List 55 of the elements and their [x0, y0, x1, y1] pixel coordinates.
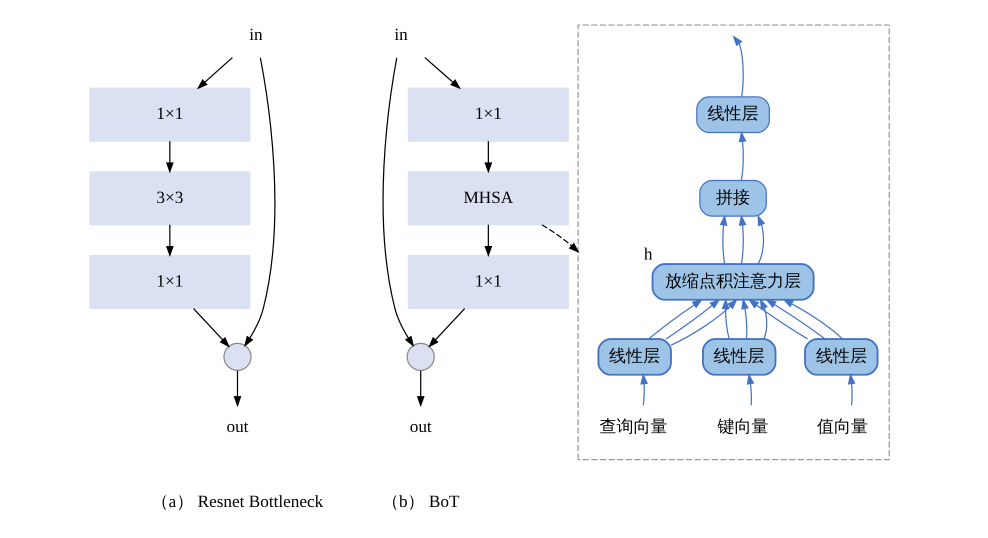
- node-text: out: [409, 417, 432, 436]
- arrow: [541, 224, 579, 253]
- arrow: [759, 298, 768, 340]
- node-box: 1×1: [407, 88, 568, 142]
- arrow: [428, 308, 465, 348]
- arrow: [782, 298, 842, 340]
- arrow: [244, 58, 275, 347]
- arrow: [738, 214, 746, 264]
- node-box: 1×1: [407, 254, 568, 309]
- arrow: [484, 224, 492, 258]
- node-box: 1×1: [88, 88, 250, 142]
- arrow: [847, 373, 855, 406]
- arrow: [165, 141, 174, 174]
- node-text: 查询向量: [598, 417, 667, 436]
- node-circle: [406, 342, 434, 372]
- arrow: [719, 214, 727, 264]
- arrow: [382, 58, 414, 347]
- arrow: [648, 298, 703, 340]
- arrow: [746, 373, 754, 406]
- node-box: 线性层: [696, 96, 770, 134]
- arrow: [721, 298, 730, 340]
- arrow: [747, 298, 808, 340]
- arrow: [757, 214, 765, 264]
- arrow: [640, 373, 648, 406]
- arrow: [416, 370, 424, 408]
- node-text: 值向量: [816, 417, 868, 436]
- arrow: [165, 224, 174, 258]
- arrow: [424, 57, 460, 90]
- node-box: 拼接: [698, 180, 766, 217]
- node-text: in: [248, 24, 262, 44]
- node-label: h: [643, 244, 652, 264]
- node-box: MHSA: [407, 171, 568, 226]
- arrow: [732, 35, 744, 97]
- arrow: [764, 298, 825, 340]
- arrow: [233, 370, 241, 408]
- arrow: [738, 130, 746, 180]
- node-box: 1×1: [88, 254, 250, 309]
- cluster: [577, 24, 890, 460]
- label: （b） BoT: [381, 492, 459, 512]
- arrow: [740, 298, 748, 339]
- node-box: 线性层: [804, 338, 878, 376]
- label: （a） Resnet Bottleneck: [151, 492, 323, 512]
- node-box: 3×3: [88, 171, 250, 226]
- node-box: 线性层: [702, 338, 776, 376]
- node-text: out: [226, 417, 248, 436]
- arrow: [196, 57, 232, 90]
- arrow: [192, 308, 230, 348]
- arrow: [665, 298, 720, 340]
- node-circle: [222, 342, 252, 372]
- arrow: [670, 298, 738, 346]
- node-text: 键向量: [716, 417, 768, 436]
- arrow: [484, 141, 492, 174]
- node-box: 放缩点积注意力层: [651, 263, 814, 301]
- node-text: in: [394, 24, 408, 44]
- node-box: 线性层: [596, 338, 672, 376]
